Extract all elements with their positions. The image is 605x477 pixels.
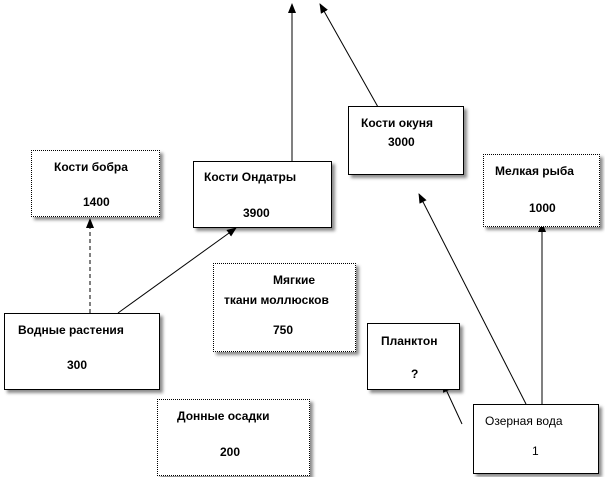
small-fish-value: 1000 xyxy=(529,201,556,215)
perch-bones-node: Кости окуня 3000 xyxy=(348,106,464,175)
plankton-title: Планктон xyxy=(381,334,438,348)
perch-bones-value: 3000 xyxy=(388,135,415,149)
bottom-sediments-title: Донные осадки xyxy=(177,409,270,423)
soft-tissues-value: 750 xyxy=(273,323,294,337)
lake-water-value: 1 xyxy=(532,444,539,458)
soft-tissues-node: Мягкие ткани моллюсков 750 xyxy=(213,263,356,352)
muskrat-bones-value: 3900 xyxy=(243,206,270,220)
bottom-sediments-node: Донные осадки 200 xyxy=(157,399,310,476)
bottom-sediments-value: 200 xyxy=(220,445,241,459)
perch-bones-title: Кости окуня xyxy=(361,116,434,130)
arrow-water-to-perch xyxy=(418,193,527,405)
lake-water-node: Озерная вода 1 xyxy=(473,404,599,474)
small-fish-node: Мелкая рыба 1000 xyxy=(483,154,600,227)
water-plants-node: Водные растения 300 xyxy=(4,313,160,390)
plankton-node: Планктон ? xyxy=(367,323,460,390)
soft-tissues-title-line1: Мягкие xyxy=(273,273,316,287)
water-plants-title: Водные растения xyxy=(18,323,124,337)
muskrat-bones-node: Кости Ондатры 3900 xyxy=(193,161,332,228)
muskrat-bones-title: Кости Ондатры xyxy=(204,170,297,184)
water-plants-value: 300 xyxy=(67,358,88,372)
beaver-bones-title: Кости бобра xyxy=(54,160,128,174)
soft-tissues-title-line2: ткани моллюсков xyxy=(224,293,329,307)
small-fish-title: Мелкая рыба xyxy=(495,164,574,178)
lake-water-title: Озерная вода xyxy=(485,414,563,428)
beaver-bones-node: Кости бобра 1400 xyxy=(31,150,160,217)
arrow-plants-to-muskrat xyxy=(117,227,237,314)
arrow-perch-up xyxy=(319,3,379,108)
beaver-bones-value: 1400 xyxy=(83,195,110,209)
plankton-value: ? xyxy=(411,367,419,381)
